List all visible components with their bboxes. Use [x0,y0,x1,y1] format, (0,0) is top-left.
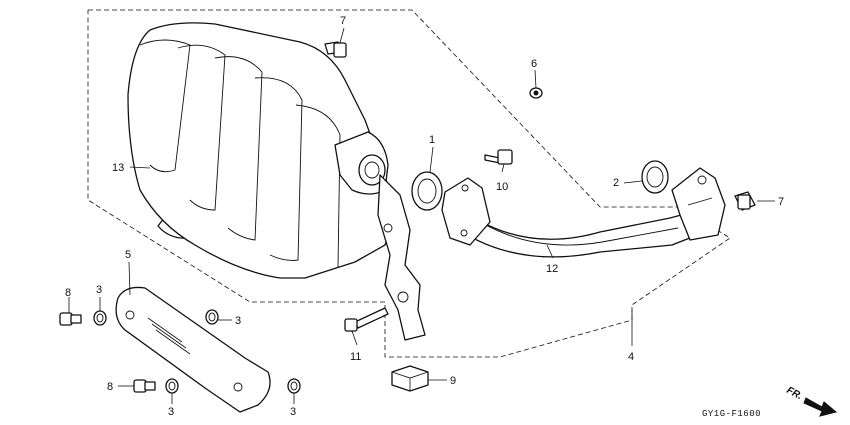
front-direction-arrow-icon: FR. [785,385,838,417]
callout-7-right: 7 [778,196,784,208]
screw-8-a [59,312,82,326]
callout-2: 2 [613,177,619,189]
bolt-10 [484,149,513,165]
callout-10: 10 [496,181,508,193]
exhaust-pipe [441,167,726,258]
bolt-7-top [324,41,347,58]
callout-5: 5 [125,249,131,261]
callout-1: 1 [429,134,435,146]
direction-label: FR. [785,385,804,402]
callout-8-b: 8 [107,381,113,393]
washer-3-c [165,378,179,394]
callout-12: 12 [546,263,558,275]
gasket-2 [641,160,669,194]
heat-protector [115,286,271,413]
callout-11: 11 [350,351,361,363]
callout-13: 13 [112,162,124,174]
gasket-1 [411,171,443,211]
muffler-bracket [377,174,426,341]
assembly-boundary [87,9,731,358]
washer-3-a [93,310,107,326]
washer-3-d [287,378,301,394]
diagram-code: GY1G-F1600 [702,409,761,419]
callout-3-b: 3 [235,315,241,327]
callout-3-c: 3 [168,406,174,418]
rubber-mount-9 [391,365,429,392]
screw-8-b [133,379,156,393]
callout-3-d: 3 [290,406,296,418]
callout-4: 4 [628,351,634,363]
callout-8-a: 8 [65,287,71,299]
callout-7-top: 7 [340,15,346,27]
bolt-7-right [734,191,756,211]
leader-lines [68,27,775,404]
callout-9: 9 [450,375,456,387]
callout-6: 6 [531,58,537,70]
washer-3-b [205,309,219,325]
bolt-11 [344,307,389,332]
muffler [127,22,396,279]
callout-3-a: 3 [96,284,102,296]
nut-6 [529,87,543,99]
